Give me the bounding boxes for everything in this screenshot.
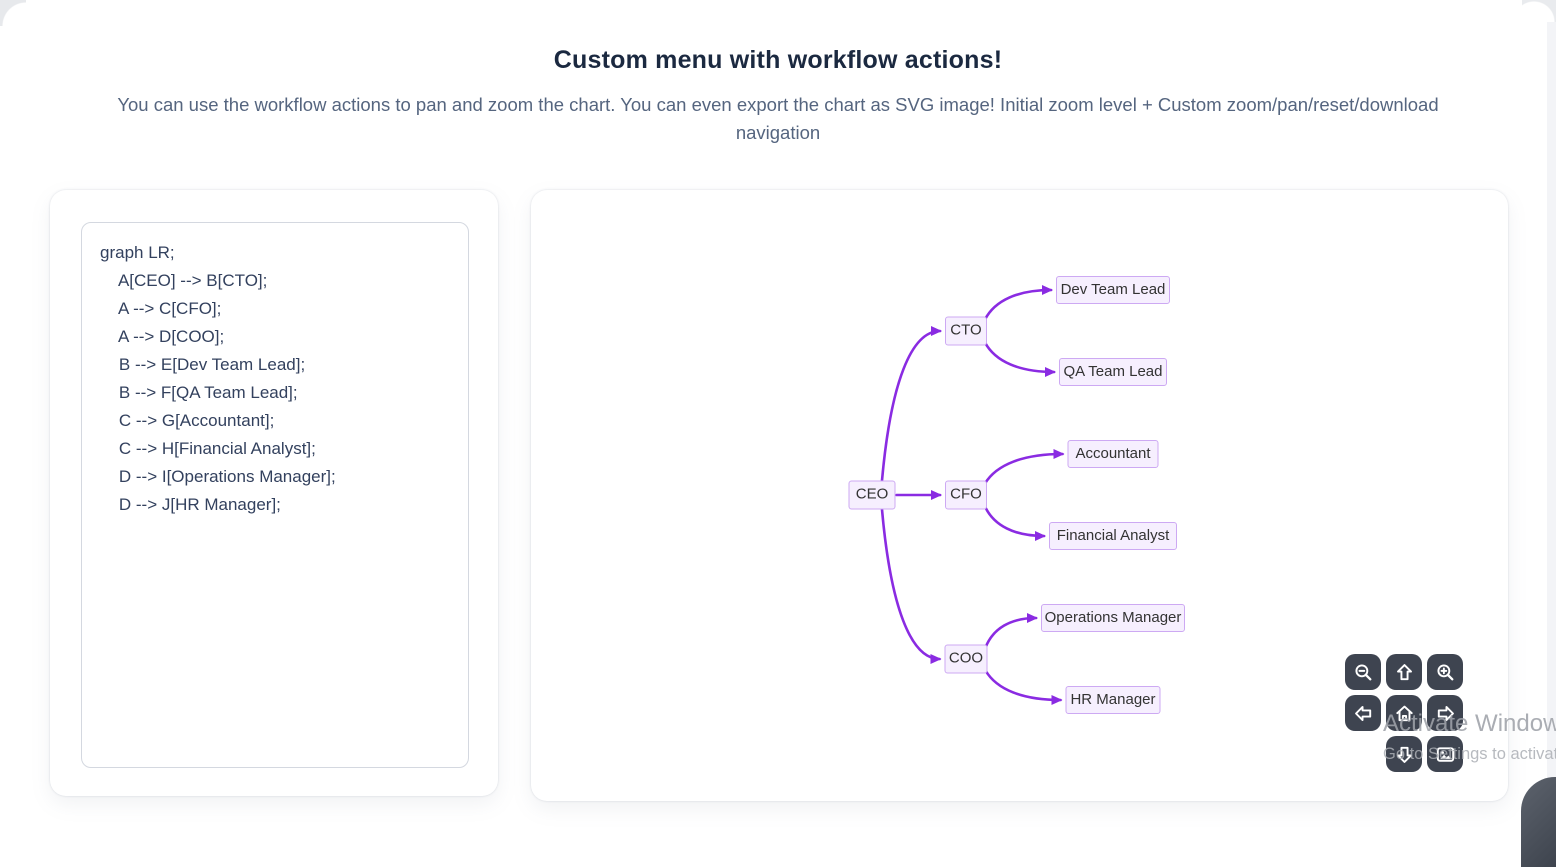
pan-left-button[interactable]	[1345, 695, 1381, 731]
arrow-down-icon	[1393, 743, 1416, 766]
zoom-in-button[interactable]	[1427, 654, 1463, 690]
node-cto: CTO	[945, 316, 987, 346]
window-right-edge	[1547, 22, 1556, 801]
workflow-controls	[1345, 654, 1463, 772]
page-header: Custom menu with workflow actions! You c…	[0, 0, 1556, 147]
window-corner-top-right	[1522, 0, 1556, 24]
node-accountant: Accountant	[1067, 440, 1159, 468]
magnifier-plus-icon	[1434, 661, 1457, 684]
zoom-out-button[interactable]	[1345, 654, 1381, 690]
arrow-right-icon	[1434, 702, 1457, 725]
page-subtitle: You can use the workflow actions to pan …	[117, 94, 1439, 143]
flowchart-edges	[880, 285, 1065, 705]
bottom-right-overlay-shape	[1521, 777, 1556, 867]
editor-card: graph LR; A[CEO] --> B[CTO]; A --> C[CFO…	[50, 190, 498, 796]
node-hr-manager: HR Manager	[1065, 686, 1161, 714]
pan-down-button[interactable]	[1386, 736, 1422, 772]
pan-right-button[interactable]	[1427, 695, 1463, 731]
node-coo: COO	[944, 644, 988, 674]
magnifier-minus-icon	[1352, 661, 1375, 684]
reset-view-button[interactable]	[1386, 695, 1422, 731]
home-icon	[1393, 702, 1416, 725]
mermaid-code-editor[interactable]: graph LR; A[CEO] --> B[CTO]; A --> C[CFO…	[81, 222, 469, 768]
image-icon	[1434, 743, 1457, 766]
arrow-up-icon	[1393, 661, 1416, 684]
page-title: Custom menu with workflow actions!	[553, 46, 1003, 74]
download-svg-button[interactable]	[1427, 736, 1463, 772]
arrow-left-icon	[1352, 702, 1375, 725]
node-cfo: CFO	[945, 480, 987, 510]
node-qa-team-lead: QA Team Lead	[1059, 358, 1167, 386]
window-corner-top-left	[0, 0, 26, 26]
pan-up-button[interactable]	[1386, 654, 1422, 690]
node-operations-manager: Operations Manager	[1041, 604, 1185, 632]
node-ceo: CEO	[848, 480, 896, 510]
node-dev-team-lead: Dev Team Lead	[1056, 276, 1170, 304]
node-financial-analyst: Financial Analyst	[1049, 522, 1177, 550]
